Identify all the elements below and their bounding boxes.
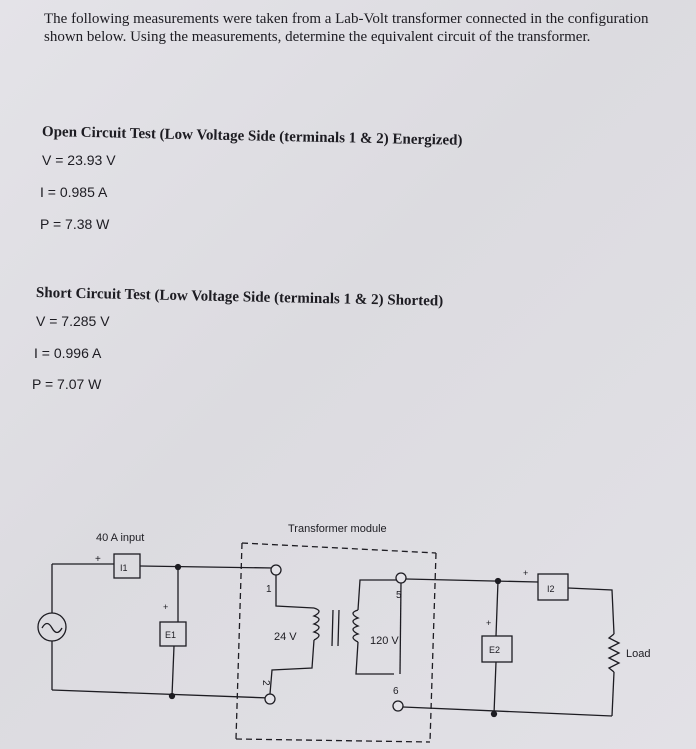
open-circuit-current: I = 0.985 A [40, 184, 108, 200]
wire [405, 578, 539, 583]
wire [269, 639, 315, 695]
wire [355, 641, 394, 675]
module-border-bottom [235, 738, 431, 743]
wire [171, 645, 175, 697]
short-circuit-power: P = 7.07 W [32, 376, 102, 392]
terminal-6 [392, 700, 404, 712]
input-label: 40 A input [96, 532, 144, 544]
short-circuit-title: Short Circuit Test (Low Voltage Side (te… [35, 285, 444, 310]
wire [139, 565, 275, 569]
intro-paragraph: The following measurements were taken fr… [44, 11, 649, 45]
plus-sign: + [523, 568, 528, 578]
voltmeter-e2 [481, 635, 513, 663]
wire [611, 671, 615, 717]
terminal-5-label: 5 [396, 590, 402, 601]
wire [275, 575, 315, 609]
module-border-right [429, 552, 437, 743]
module-border-top [241, 542, 437, 554]
terminal-2 [264, 693, 276, 705]
plus-sign: + [163, 602, 168, 612]
terminal-2-label: 2 [260, 680, 271, 686]
sine-wave-icon [41, 622, 63, 634]
plus-sign: + [486, 618, 491, 628]
secondary-voltage-label: 120 V [370, 635, 399, 647]
voltmeter-e1-label: E1 [165, 630, 176, 640]
primary-coil-icon [312, 607, 320, 641]
terminal-6-label: 6 [393, 686, 399, 697]
terminal-5 [395, 572, 407, 584]
ammeter-i2-label: I2 [547, 584, 555, 594]
short-circuit-current: I = 0.996 A [34, 345, 102, 361]
module-label: Transformer module [288, 523, 387, 535]
ammeter-i1-label: I1 [120, 563, 128, 573]
core-line [331, 609, 334, 647]
open-circuit-power: P = 7.38 W [40, 216, 110, 232]
voltmeter-e1 [159, 621, 187, 647]
primary-voltage-label: 24 V [274, 631, 297, 643]
circuit-diagram: 40 A input Transformer module + I1 + E1 … [37, 523, 650, 743]
open-circuit-title: Open Circuit Test (Low Voltage Side (ter… [41, 124, 463, 149]
load-resistor-icon [607, 633, 621, 673]
wire [51, 689, 271, 699]
wire [493, 661, 497, 715]
open-circuit-voltage: V = 23.93 V [42, 152, 116, 168]
load-label: Load [626, 648, 650, 660]
short-circuit-voltage: V = 7.285 V [36, 313, 110, 329]
wire [495, 580, 499, 637]
secondary-coil-icon [352, 609, 360, 643]
plus-sign: + [95, 554, 101, 565]
wire [399, 582, 402, 675]
voltmeter-e2-label: E2 [489, 645, 500, 655]
wire [402, 706, 613, 717]
module-border-left [235, 542, 243, 740]
ammeter-i2 [537, 573, 569, 601]
terminal-1 [270, 564, 282, 576]
wire [357, 579, 396, 611]
junction-dot [490, 710, 498, 718]
terminal-1-label: 1 [266, 584, 272, 595]
core-line [337, 609, 340, 647]
wire [567, 587, 615, 635]
